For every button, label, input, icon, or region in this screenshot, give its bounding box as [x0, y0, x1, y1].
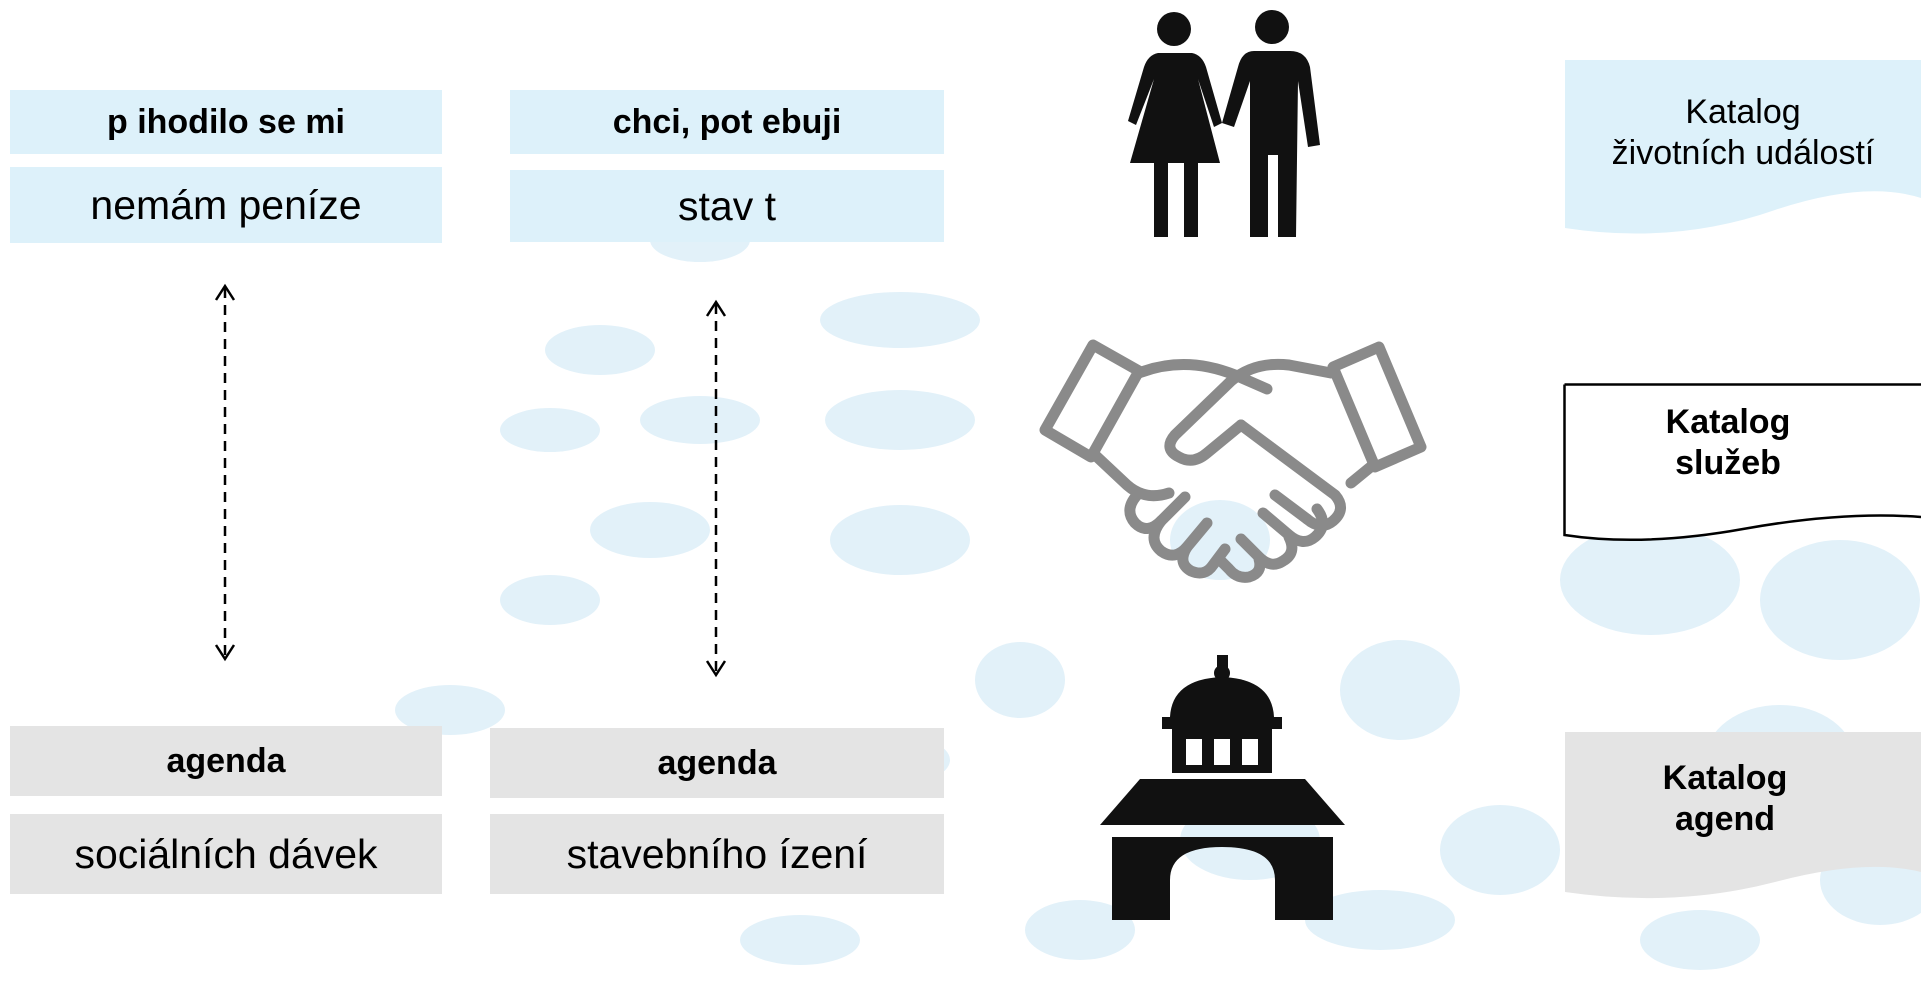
catalog-life-events-line2: životních událostí [1611, 133, 1875, 172]
catalog-services-line1: Katalog [1665, 403, 1791, 441]
handshake-icon [1039, 339, 1427, 583]
catalog-agendas-line2: agend [1674, 799, 1776, 838]
catalog-life-events-line1: Katalog [1685, 93, 1801, 131]
catalog-services-line2: služeb [1675, 443, 1781, 482]
government-building-icon [1100, 655, 1345, 920]
catalog-services-shape [1563, 383, 1921, 542]
agenda-value-1: sociálních dávek [10, 814, 442, 894]
catalog-life-events-label: Katalog životních událostí [1565, 92, 1921, 174]
agenda-heading-2: agenda [490, 728, 944, 798]
catalog-life-events-shape [1565, 60, 1921, 234]
catalog-services-label: Katalog služeb [1563, 402, 1893, 484]
agenda-heading-1: agenda [10, 726, 442, 796]
double-arrow-1 [214, 283, 236, 662]
double-arrow-2 [705, 299, 727, 678]
man-woman-holding-hands-icon [1128, 10, 1320, 237]
agenda-value-2: stavebního ízení [490, 814, 944, 894]
life-event-value-2: stav t [510, 170, 944, 242]
life-event-value-1: nemám peníze [10, 167, 442, 243]
life-event-heading-2: chci, pot ebuji [510, 90, 944, 154]
catalog-agendas-shape [1565, 732, 1921, 899]
catalog-agendas-line1: Katalog [1662, 759, 1788, 797]
life-event-heading-1: p ihodilo se mi [10, 90, 442, 154]
catalog-agendas-label: Katalog agend [1565, 758, 1885, 840]
